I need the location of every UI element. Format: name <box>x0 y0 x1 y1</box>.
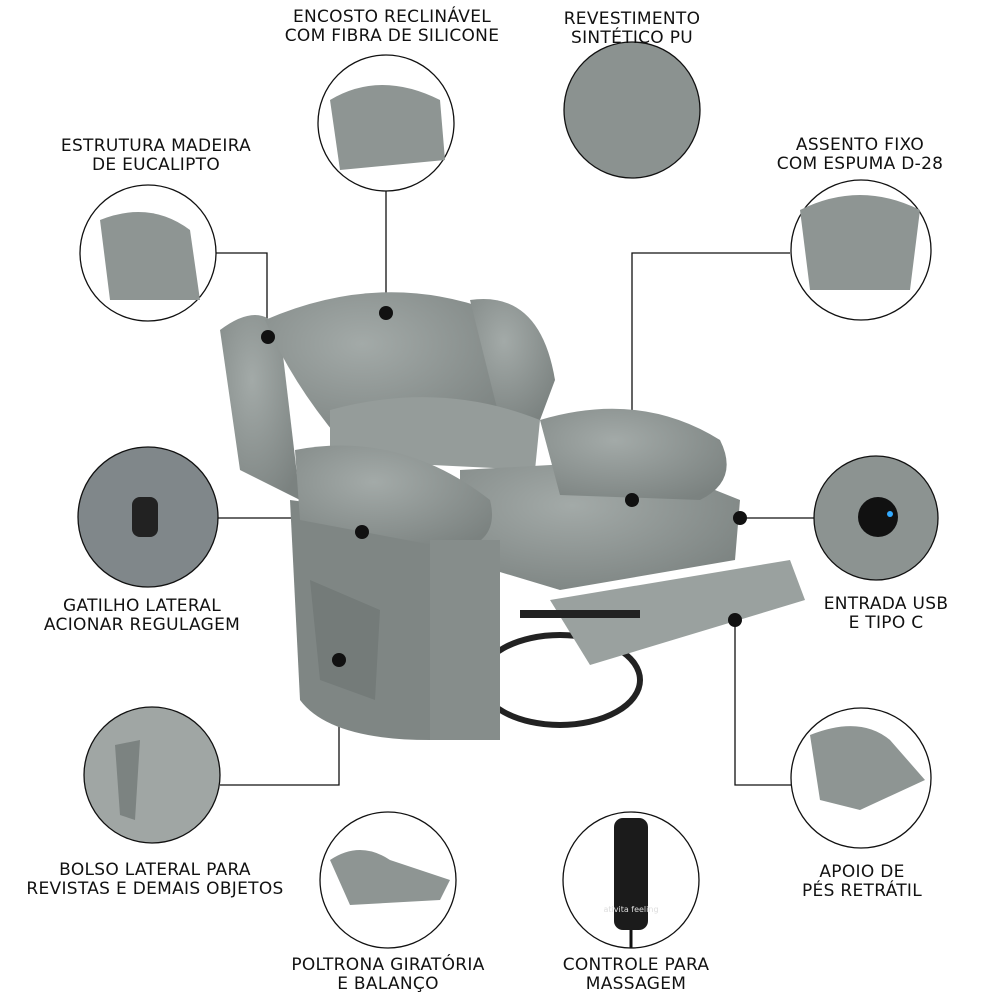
recliner-chair <box>220 292 805 740</box>
callout-dots <box>261 306 747 667</box>
remote-logo: ativita feeling <box>603 905 658 914</box>
leader-lines <box>216 190 815 786</box>
detail-thumbnails <box>100 85 925 948</box>
